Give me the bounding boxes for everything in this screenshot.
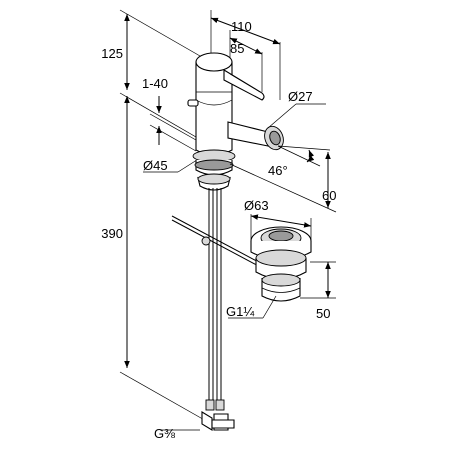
waste-dimension-lines (228, 214, 336, 319)
swivel-angle-label: 46° (268, 163, 288, 178)
top-height-label: 125 (101, 46, 123, 61)
body-diameter-label: Ø45 (143, 158, 168, 173)
reach-total-label: 110 (231, 19, 252, 34)
waste-diameter-label: Ø63 (244, 198, 269, 213)
supply-connectors (201, 399, 235, 431)
spout-height-label: 60 (322, 188, 336, 203)
waste-fitting (250, 226, 312, 302)
spout-dimension-lines (229, 103, 337, 213)
total-height-label: 390 (101, 226, 123, 241)
waste-height-label: 50 (316, 306, 330, 321)
mixer-body (187, 52, 284, 191)
pop-up-rod (171, 215, 267, 271)
spout-diameter-label: Ø27 (288, 89, 313, 104)
spout (227, 121, 284, 151)
waste-thread-label: G1¼ (226, 304, 254, 319)
mount-range-label: 1-40 (142, 76, 168, 91)
supply-hoses (208, 188, 222, 402)
supply-thread-label: G⅜ (154, 426, 175, 441)
reach-spout-label: 85 (230, 41, 244, 56)
lever-handle (223, 69, 265, 101)
mount-range-dimension (149, 96, 197, 152)
reach-dimension-lines (210, 10, 281, 100)
